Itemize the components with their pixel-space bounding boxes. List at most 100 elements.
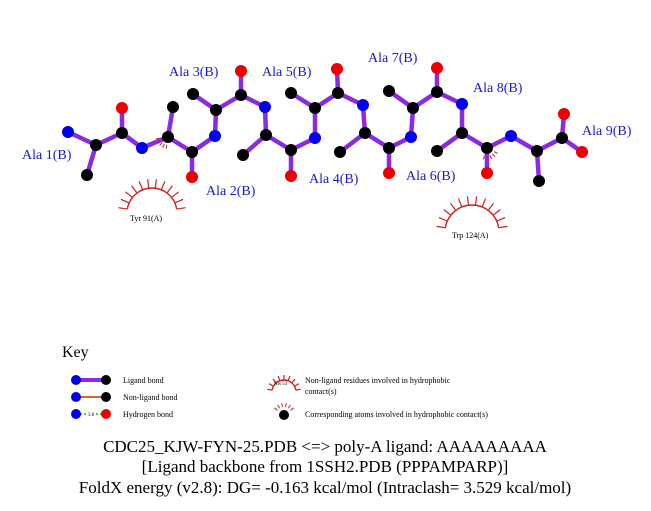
hydrophobic-arc-icon [267, 375, 301, 391]
hbond-distance-label: 3.0 [88, 413, 95, 418]
key-residue-example: His 53 [274, 382, 288, 387]
key-residue-desc-line2: contact(s) [305, 387, 337, 396]
key-hydrophobic-residue: His 53 Non-ligand residues involved in h… [267, 375, 451, 396]
contact-tick [285, 403, 287, 408]
nitrogen-atom [456, 98, 468, 110]
oxygen-atom [186, 171, 198, 183]
key-residue-desc-line1: Non-ligand residues involved in hydropho… [305, 376, 451, 385]
hydrophobic-ray [443, 209, 452, 216]
oxygen-atom [383, 167, 395, 179]
carbon-atom [431, 145, 443, 157]
key-title: Key [62, 344, 89, 361]
hydrophobic-ray [277, 375, 281, 381]
contact-tick [162, 143, 165, 148]
carbon-atom [531, 145, 543, 157]
carbon-atom [533, 175, 545, 187]
residue-label-ala-4: Ala 4(B) [309, 172, 359, 187]
hydrophobic-ray [457, 198, 463, 208]
hydrophobic-ray [492, 209, 501, 216]
contact-tick [273, 407, 278, 411]
key-hydrogen-bond-label: Hydrogen bond [123, 410, 173, 419]
caption-line-1: CDC25_KJW-FYN-25.PDB <=> poly-A ligand: … [103, 437, 548, 456]
hydrophobic-arc-icon [118, 179, 186, 210]
oxygen-atom [576, 146, 588, 158]
nitrogen-atom [259, 101, 271, 113]
hydrophobic-ray [436, 225, 446, 229]
hydrophobic-atom-icon [273, 403, 295, 411]
residue-label-ala-5: Ala 5(B) [262, 65, 312, 80]
carbon-atom [187, 88, 199, 100]
residue-label-ala-8: Ala 8(B) [473, 81, 523, 96]
residue-label-ala-7: Ala 7(B) [368, 51, 418, 66]
hydrophobic-ray [295, 388, 301, 391]
carbon-atom-icon [101, 392, 111, 402]
carbon-atom-icon [101, 375, 111, 385]
contact-tick [157, 140, 162, 143]
carbon-atom [456, 127, 468, 139]
contact-tick [281, 403, 283, 408]
hydrophobic-label-trp124: Trp 124(A) [452, 231, 489, 240]
carbon-atom [285, 144, 297, 156]
carbon-atom [90, 139, 102, 151]
key-non-ligand-bond: Non-ligand bond [71, 392, 177, 402]
hydrophobic-ray [294, 383, 300, 387]
ligand-atoms [62, 62, 588, 187]
carbon-atom [162, 131, 174, 143]
carbon-atom [431, 86, 443, 98]
hydrophobic-ray [160, 181, 166, 191]
hydrophobic-arc-icon [436, 196, 508, 229]
contact-tick [159, 142, 163, 146]
contact-tick [492, 153, 496, 158]
hydrophobic-label-tyr91: Tyr 91(A) [130, 214, 162, 223]
nitrogen-atom [209, 130, 221, 142]
key-hydrophobic-atom: Corresponding atoms involved in hydropho… [273, 403, 488, 420]
residue-label-ala-6: Ala 6(B) [406, 169, 456, 184]
nitrogen-atom [136, 142, 148, 154]
carbon-atom [383, 142, 395, 154]
hydrophobic-ray [272, 378, 277, 384]
nitrogen-atom [505, 130, 517, 142]
hydrophobic-ray [449, 202, 457, 211]
carbon-atom [235, 89, 247, 101]
hydrophobic-ray [498, 225, 508, 229]
key-legend: Key Ligand bond Non-ligand bond 3.0 Hydr… [62, 344, 488, 420]
carbon-atom [116, 127, 128, 139]
hydrophobic-ray [474, 196, 478, 206]
hydrophobic-ray [120, 198, 130, 204]
hydrophobic-arc [271, 379, 297, 391]
oxygen-atom [481, 167, 493, 179]
residue-label-ala-9: Ala 9(B) [582, 124, 632, 139]
carbon-atom-icon [279, 410, 289, 420]
carbon-atom [167, 101, 179, 113]
carbon-atom [383, 85, 395, 97]
hydrophobic-ray [125, 191, 133, 198]
hydrophobic-residue-trp124: Trp 124(A) [436, 196, 508, 240]
hydrophobic-ray [438, 216, 448, 222]
hydrophobic-ray [131, 185, 138, 194]
carbon-atom [237, 149, 249, 161]
contact-tick [493, 151, 498, 154]
hydrophobic-ray [268, 383, 274, 387]
hydrophobic-ray [147, 179, 150, 189]
hydrophobic-ray [138, 181, 144, 191]
hydrophobic-ray [154, 179, 157, 189]
nitrogen-atom [405, 131, 417, 143]
oxygen-atom [235, 65, 247, 77]
hydrophobic-ray [176, 207, 186, 210]
oxygen-atom [558, 108, 570, 120]
nitrogen-atom [309, 132, 321, 144]
hydrophobic-ray [118, 207, 128, 210]
contact-tick [156, 137, 161, 140]
residue-label-ala-3: Ala 3(B) [169, 65, 219, 80]
hydrophobic-residue-tyr91: Tyr 91(A) [118, 179, 186, 223]
hydrophobic-ray [466, 196, 470, 206]
hydrophobic-ray [166, 185, 173, 194]
contact-tick [277, 404, 281, 409]
caption-line-2: [Ligand backbone from 1SSH2.PDB (PPPAMPA… [142, 457, 509, 476]
hydrophobic-arc [126, 187, 178, 210]
hydrophobic-ray [267, 388, 273, 391]
contact-tick [489, 155, 493, 160]
carbon-atom [260, 129, 272, 141]
hydrophobic-ray [496, 216, 506, 222]
